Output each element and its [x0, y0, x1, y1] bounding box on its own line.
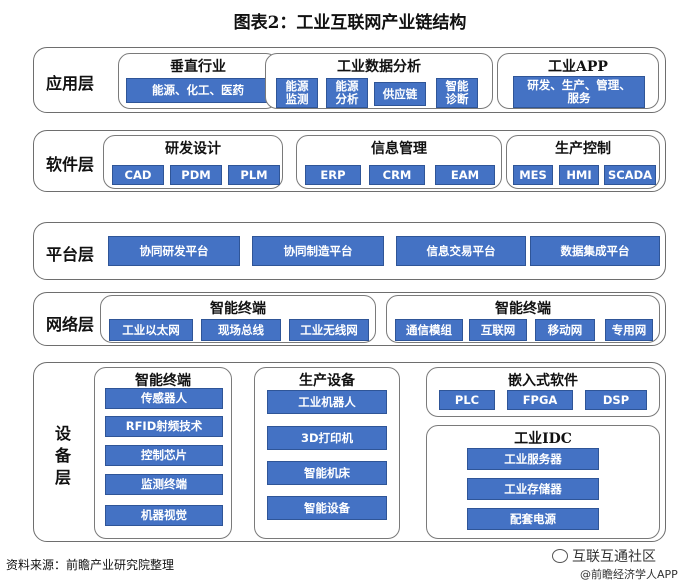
item-mobile-network: 移动网: [535, 319, 595, 341]
item-fieldbus: 现场总线: [201, 319, 281, 341]
item-fpga: FPGA: [507, 390, 573, 410]
watermark: 互联互通社区: [552, 546, 656, 566]
group-vertical-industry: 垂直行业 能源、化工、医药: [118, 53, 278, 109]
group-title: 工业APP: [548, 59, 608, 75]
item-energy-monitoring: 能源 监测: [276, 78, 318, 108]
item-info-trading-platform: 信息交易平台: [396, 236, 526, 266]
chat-bubble-icon: [552, 549, 568, 563]
layer-label-software: 软件层: [45, 155, 94, 174]
item-sensor: 传感器人: [105, 388, 223, 409]
item-erp: ERP: [305, 165, 361, 185]
group-industrial-idc: 工业IDC 工业服务器 工业存储器 配套电源: [426, 425, 660, 539]
device-layer: 设 备 层 智能终端 传感器人 RFID射频技术 控制芯片 监测终端 机器视觉 …: [33, 362, 666, 542]
item-dsp: DSP: [585, 390, 647, 410]
group-rd-design: 研发设计 CAD PDM PLM: [103, 135, 283, 189]
item-power-supply: 配套电源: [467, 508, 599, 530]
item-collaborative-manufacturing-platform: 协同制造平台: [252, 236, 384, 266]
item-plc: PLC: [439, 390, 495, 410]
item-industrial-ethernet: 工业以太网: [109, 319, 193, 341]
watermark-community: 互联互通社区: [572, 549, 656, 565]
layer-label-application: 应用层: [45, 74, 94, 93]
item-collaborative-rd-platform: 协同研发平台: [108, 236, 240, 266]
item-crm: CRM: [369, 165, 425, 185]
group-production-equipment: 生产设备 工业机器人 3D打印机 智能机床 智能设备: [254, 367, 400, 539]
group-embedded-software: 嵌入式软件 PLC FPGA DSP: [426, 367, 660, 417]
layer-label-device: 设 备 层: [54, 424, 71, 487]
group-info-management: 信息管理 ERP CRM EAM: [296, 135, 502, 189]
item-machine-vision: 机器视觉: [105, 505, 223, 526]
watermark-app: @前瞻经济学人APP: [580, 568, 678, 581]
item-pdm: PDM: [170, 165, 222, 185]
application-layer: 应用层 垂直行业 能源、化工、医药 工业数据分析 能源 监测 能源 分析 供应链…: [33, 47, 666, 113]
figure-title: 图表2：工业互联网产业链结构: [233, 13, 467, 33]
item-comm-module: 通信模组: [395, 319, 463, 341]
item-eam: EAM: [435, 165, 495, 185]
group-title: 智能终端: [210, 301, 266, 317]
item-control-chip: 控制芯片: [105, 445, 223, 466]
layer-label-network: 网络层: [45, 315, 94, 334]
item-mes: MES: [513, 165, 553, 185]
item-smart-equipment: 智能设备: [267, 496, 387, 520]
group-title: 垂直行业: [170, 59, 226, 75]
item-monitoring-terminal: 监测终端: [105, 474, 223, 495]
group-title: 智能终端: [135, 373, 191, 389]
group-title: 信息管理: [371, 141, 427, 157]
group-industrial-data-analysis: 工业数据分析 能源 监测 能源 分析 供应链 智能 诊断: [265, 53, 493, 109]
item-scada: SCADA: [604, 165, 656, 185]
item-smart-diagnosis: 智能 诊断: [436, 78, 478, 108]
group-title: 工业数据分析: [337, 59, 421, 75]
item-rfid: RFID射频技术: [105, 416, 223, 437]
group-title: 智能终端: [495, 301, 551, 317]
platform-layer: 平台层 协同研发平台 协同制造平台 信息交易平台 数据集成平台: [33, 222, 666, 280]
item-plm: PLM: [228, 165, 280, 185]
group-industrial-app: 工业APP 研发、生产、管理、 服务: [497, 53, 659, 109]
group-title: 嵌入式软件: [508, 373, 578, 389]
group-title: 研发设计: [165, 141, 221, 157]
software-layer: 软件层 研发设计 CAD PDM PLM 信息管理 ERP CRM EAM 生产…: [33, 130, 666, 192]
source-note: 资料来源：前瞻产业研究院整理: [6, 558, 175, 572]
item-energy-chemical-medicine: 能源、化工、医药: [126, 78, 270, 103]
item-3d-printer: 3D打印机: [267, 426, 387, 450]
network-layer: 网络层 智能终端 工业以太网 现场总线 工业无线网 智能终端 通信模组 互联网 …: [33, 292, 666, 346]
group-title: 生产设备: [299, 373, 355, 389]
group-smart-terminal-network-2: 智能终端 通信模组 互联网 移动网 专用网: [386, 295, 660, 343]
group-title: 工业IDC: [514, 431, 572, 447]
group-title: 生产控制: [555, 141, 611, 157]
item-industrial-robot: 工业机器人: [267, 390, 387, 414]
item-hmi: HMI: [559, 165, 599, 185]
item-energy-analysis: 能源 分析: [326, 78, 368, 108]
item-industrial-wireless: 工业无线网: [289, 319, 369, 341]
layer-label-platform: 平台层: [45, 245, 94, 264]
item-industrial-server: 工业服务器: [467, 448, 599, 470]
item-supply-chain: 供应链: [374, 82, 426, 106]
group-smart-terminal-device: 智能终端 传感器人 RFID射频技术 控制芯片 监测终端 机器视觉: [94, 367, 232, 539]
item-private-network: 专用网: [605, 319, 653, 341]
item-cad: CAD: [112, 165, 164, 185]
item-internet: 互联网: [469, 319, 527, 341]
item-smart-machine-tool: 智能机床: [267, 461, 387, 485]
item-industrial-storage: 工业存储器: [467, 478, 599, 500]
group-production-control: 生产控制 MES HMI SCADA: [506, 135, 660, 189]
group-smart-terminal-network-1: 智能终端 工业以太网 现场总线 工业无线网: [100, 295, 376, 343]
item-rd-production-management-service: 研发、生产、管理、 服务: [513, 76, 645, 108]
item-data-integration-platform: 数据集成平台: [530, 236, 660, 266]
